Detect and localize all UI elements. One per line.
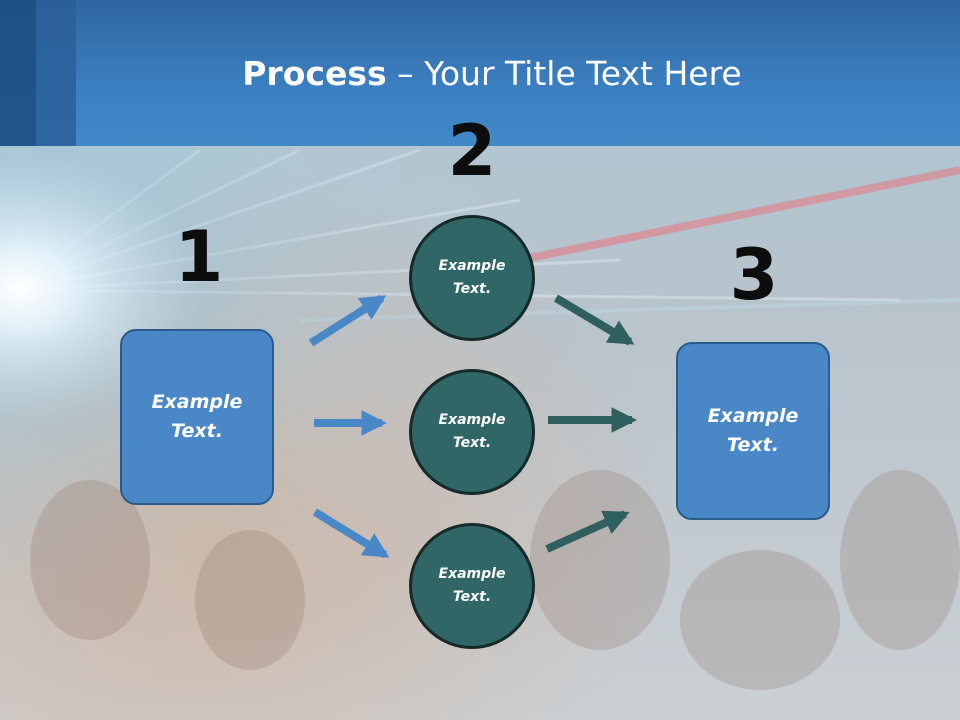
step-2-circle-top: Example Text.: [409, 215, 535, 341]
step-number-3: 3: [729, 234, 779, 316]
slide-title-rest: – Your Title Text Here: [386, 54, 742, 93]
step-2-circle-middle: Example Text.: [409, 369, 535, 495]
step-2-circle-bottom: Example Text.: [409, 523, 535, 649]
arrow-1-to-2c: [312, 508, 390, 559]
arrow-2c-to-3: [545, 510, 630, 553]
step-2-circle-middle-label: Example Text.: [438, 412, 506, 451]
title-bar: Process – Your Title Text Here: [0, 0, 960, 146]
step-3-label: Example Text.: [707, 405, 799, 456]
slide-title-bold: Process: [242, 54, 387, 93]
step-2-circle-top-label: Example Text.: [438, 258, 506, 297]
step-3-box: Example Text.: [676, 342, 830, 520]
step-number-1: 1: [174, 216, 224, 298]
step-2-circle-bottom-label: Example Text.: [438, 566, 506, 605]
arrow-1-to-2a: [308, 294, 387, 347]
slide-title: Process – Your Title Text Here: [0, 52, 960, 96]
header-accent-dark: [0, 0, 36, 146]
step-1-box: Example Text.: [120, 329, 274, 505]
step-number-2: 2: [447, 110, 497, 192]
arrow-2a-to-3: [553, 294, 635, 346]
header-accent-mid: [36, 0, 76, 146]
step-1-label: Example Text.: [151, 391, 243, 442]
